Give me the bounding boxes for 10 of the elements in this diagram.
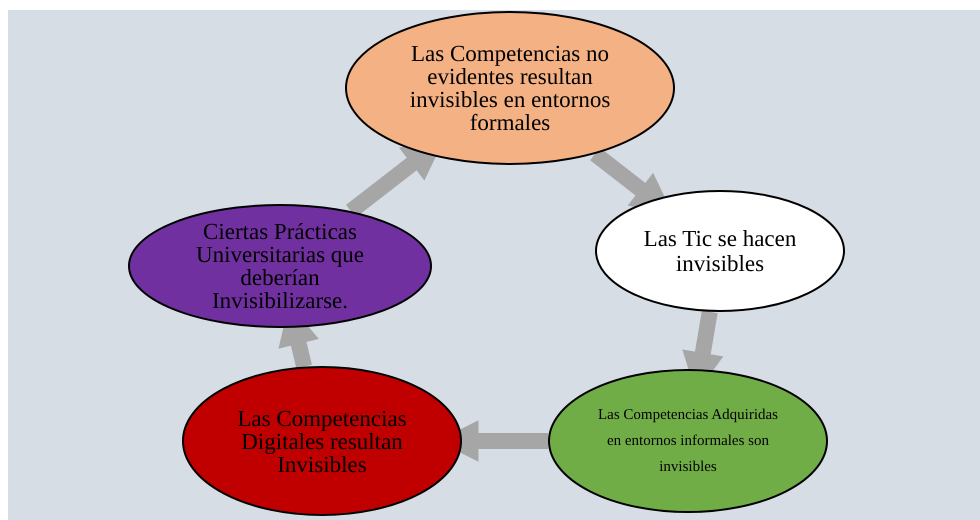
ellipse-node [182, 366, 462, 516]
node-text: Las Tic se hacen invisibles [642, 226, 798, 276]
node-text: Ciertas Prácticas Universitarias que deberían Invisibilizarse. [195, 220, 365, 312]
ellipse-node [128, 204, 432, 328]
ellipse-node [548, 369, 828, 513]
ellipse-node [345, 11, 675, 165]
node-text: Las Competencias Adquiridas en entornos informales son invisibles [597, 406, 779, 478]
ellipse-node [595, 190, 845, 312]
node-text: Las Competencias Digitales resultan Invisibles [236, 406, 408, 476]
node-text: Las Competencias no evidentes resultan invisibles en entornos formales [408, 42, 612, 134]
